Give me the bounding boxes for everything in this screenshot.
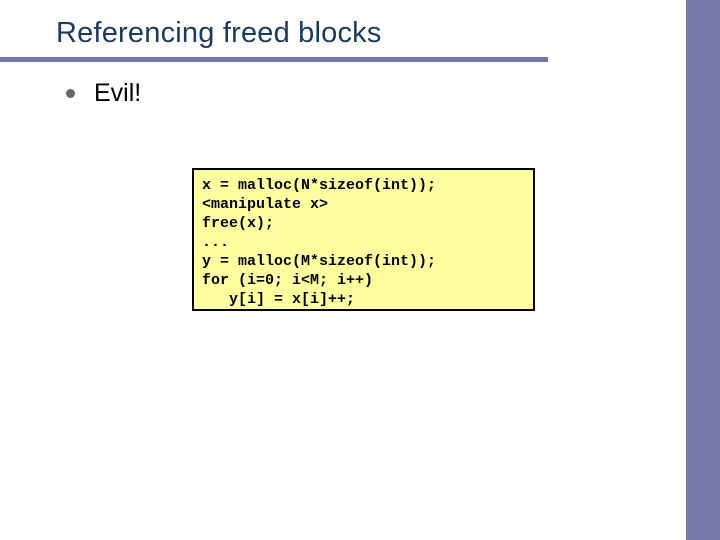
page-title: Referencing freed blocks	[56, 17, 382, 49]
code-line: x = malloc(N*sizeof(int));	[202, 177, 437, 194]
code-line: free(x);	[202, 215, 275, 232]
code-line: y[i] = x[i]++;	[202, 291, 356, 308]
bullet-item-label: Evil!	[94, 79, 142, 107]
code-line: for (i=0; i<M; i++)	[202, 272, 374, 289]
bullet-dot-icon	[66, 88, 75, 98]
bullet-list: Evil!	[60, 78, 620, 108]
code-line: y = malloc(M*sizeof(int));	[202, 253, 437, 270]
code-block: x = malloc(N*sizeof(int)); <manipulate x…	[192, 168, 535, 311]
list-item: Evil!	[60, 78, 620, 108]
title-divider	[0, 57, 548, 62]
code-line: <manipulate x>	[202, 196, 329, 213]
right-accent-band	[686, 0, 720, 540]
code-line: ...	[202, 234, 230, 251]
